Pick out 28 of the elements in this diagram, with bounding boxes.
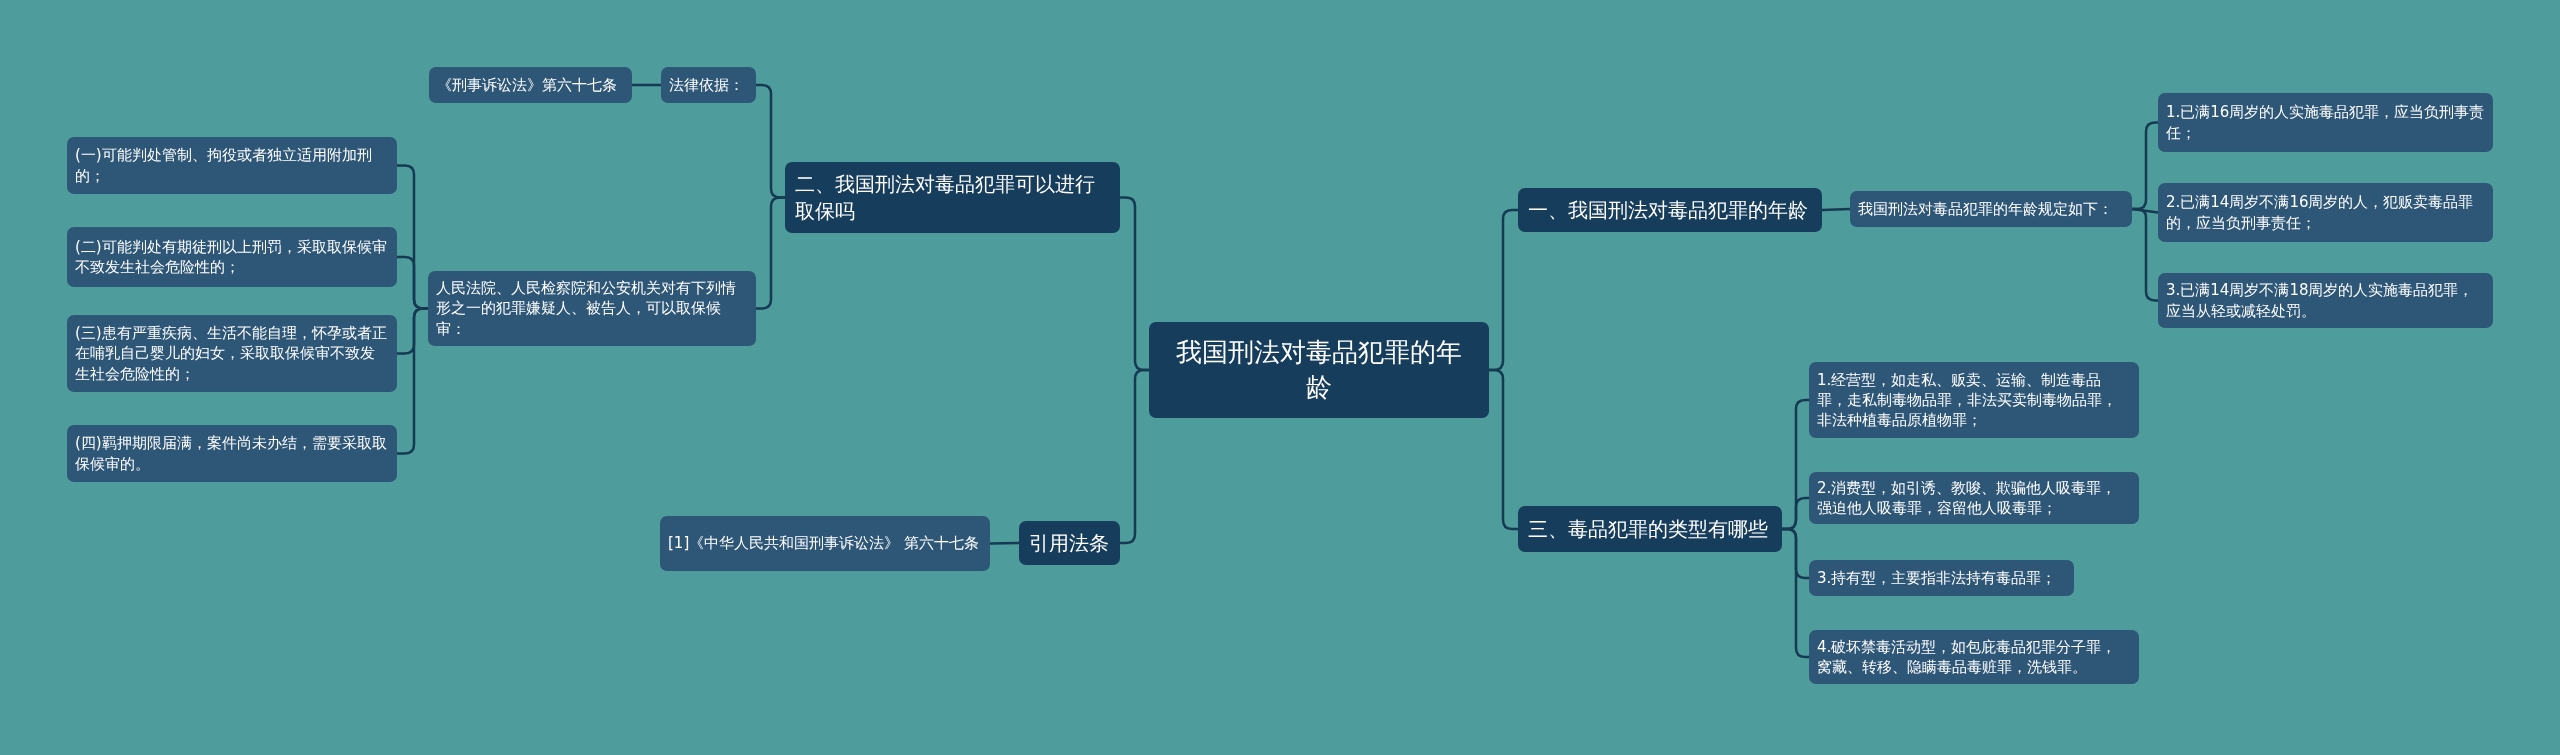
connector-line [397, 307, 428, 455]
topic-box: 引用法条 [1019, 521, 1120, 565]
subtopic-box: 2.已满14周岁不满16周岁的人，犯贩卖毒品罪的，应当负刑事责任； [2158, 183, 2493, 242]
topic-box: 一、我国刑法对毒品犯罪的年龄 [1518, 188, 1822, 232]
subtopic-box: 3.已满14周岁不满18周岁的人实施毒品犯罪，应当从轻或减轻处罚。 [2158, 273, 2493, 328]
subtopic-box: 2.消费型，如引诱、教唆、欺骗他人吸毒罪，强迫他人吸毒罪，容留他人吸毒罪； [1809, 472, 2139, 524]
connector-line [989, 541, 1020, 545]
connector-line [632, 83, 661, 87]
subtopic-box: 1.已满16周岁的人实施毒品犯罪，应当负刑事责任； [2158, 93, 2493, 152]
subtopic-box: 《刑事诉讼法》第六十七条 [429, 67, 632, 103]
connector-line [2131, 207, 2159, 214]
subtopic-box: (四)羁押期限届满，案件尚未办结，需要采取取保候审的。 [67, 425, 397, 482]
subtopic-box: (三)患有严重疾病、生活不能自理，怀孕或者正在哺乳自己婴儿的妇女，采取取保候审不致发生社会危险性的； [67, 315, 397, 392]
topic-box: 二、我国刑法对毒品犯罪可以进行取保吗 [785, 162, 1120, 233]
connector-line [1821, 207, 1851, 212]
subtopic-box: 人民法院、人民检察院和公安机关对有下列情形之一的犯罪嫌疑人、被告人，可以取保候审： [428, 271, 756, 346]
subtopic-box: (二)可能判处有期徒刑以上刑罚，采取取保候审不致发生社会危险性的； [67, 227, 397, 287]
root-topic-box: 我国刑法对毒品犯罪的年龄 [1149, 322, 1489, 418]
subtopic-box: 4.破坏禁毒活动型，如包庇毒品犯罪分子罪，窝藏、转移、隐瞒毒品毒赃罪，洗钱罪。 [1809, 630, 2139, 684]
subtopic-box: 我国刑法对毒品犯罪的年龄规定如下： [1850, 191, 2132, 227]
subtopic-box: 法律依据： [661, 67, 756, 103]
connector-line [1782, 527, 1809, 659]
subtopic-box: [1]《中华人民共和国刑事诉讼法》 第六十七条 [660, 516, 990, 571]
topic-box: 三、毒品犯罪的类型有哪些 [1518, 506, 1782, 552]
connector-line [2132, 207, 2158, 302]
subtopic-box: (一)可能判处管制、拘役或者独立适用附加刑的； [67, 137, 397, 194]
subtopic-box: 3.持有型，主要指非法持有毒品罪； [1809, 560, 2074, 596]
subtopic-box: 1.经营型，如走私、贩卖、运输、制造毒品罪，走私制毒物品罪，非法买卖制毒物品罪，非法种植毒品原植物罪； [1809, 362, 2139, 438]
